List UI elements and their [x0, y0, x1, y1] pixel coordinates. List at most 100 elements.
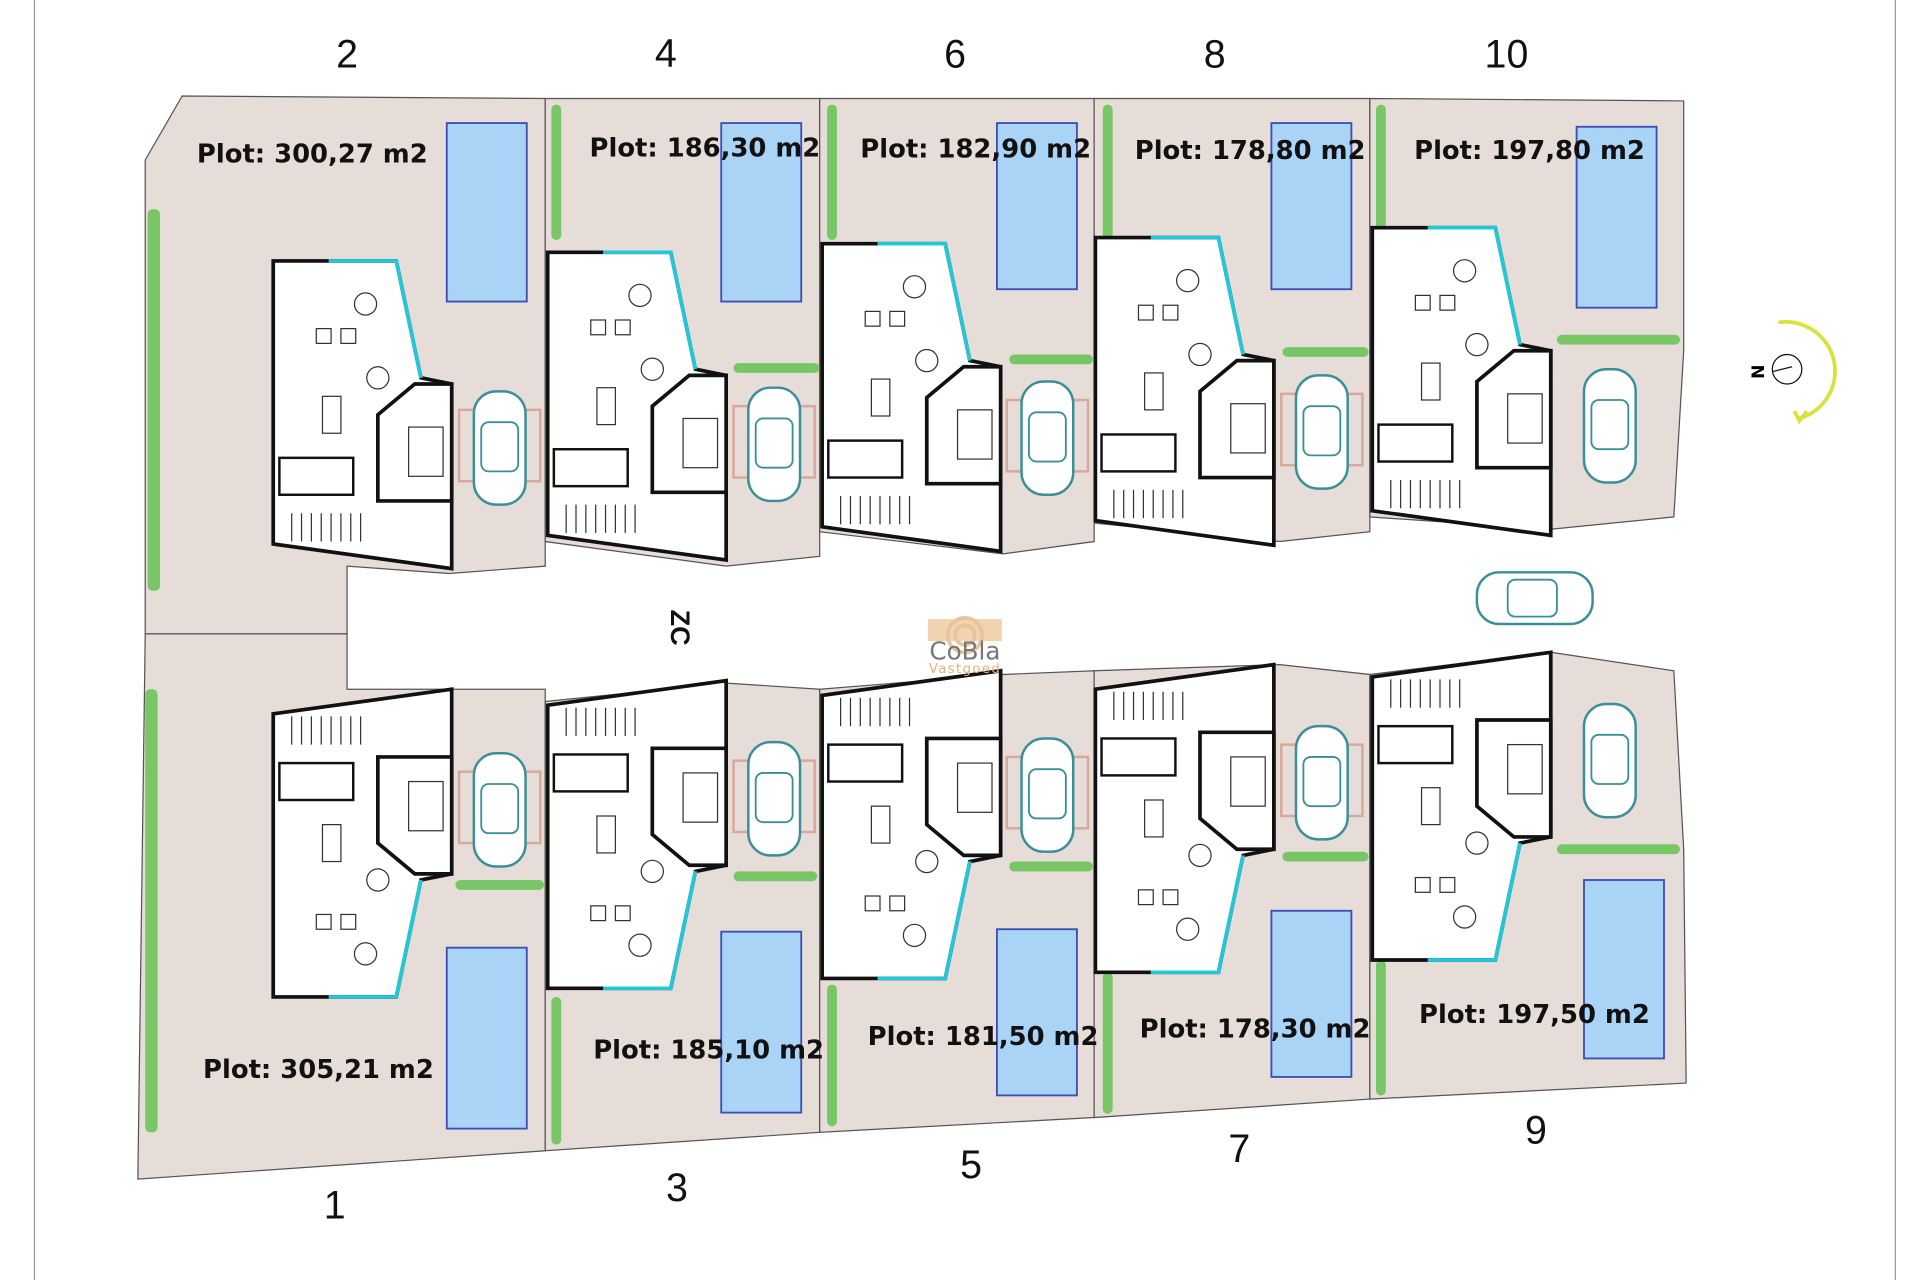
- window: [328, 259, 423, 379]
- car-roof: [480, 783, 520, 835]
- window: [877, 861, 972, 981]
- plot-area-label: Plot: 185,10 m2: [593, 1035, 824, 1065]
- watermark-logo: CoBla Vastgoed: [928, 616, 1002, 677]
- dining-table: [1188, 843, 1212, 868]
- chair: [340, 913, 357, 930]
- car: [747, 386, 802, 503]
- hedge: [1282, 851, 1369, 862]
- dining-table: [915, 348, 939, 373]
- plot-number: 3: [666, 1166, 688, 1210]
- chair: [1439, 876, 1456, 893]
- hedge: [1102, 104, 1113, 240]
- car: [1020, 737, 1075, 853]
- bedroom: [1198, 730, 1276, 852]
- car: [1475, 571, 1594, 626]
- bathroom: [1100, 433, 1177, 473]
- kitchen-island: [1144, 372, 1164, 411]
- plot-area-label: Plot: 178,30 m2: [1140, 1015, 1371, 1045]
- dining-table: [366, 868, 390, 892]
- table: [628, 933, 652, 957]
- bed: [956, 762, 993, 813]
- plot-area-label: Plot: 197,80 m2: [1414, 136, 1645, 166]
- bed: [682, 417, 719, 469]
- window: [877, 241, 972, 361]
- bathroom: [827, 743, 904, 783]
- bathroom: [827, 439, 904, 479]
- table: [1176, 268, 1200, 293]
- chair: [889, 310, 906, 327]
- chair: [1137, 889, 1154, 906]
- car: [1582, 368, 1637, 484]
- table: [1452, 905, 1477, 929]
- bedroom: [650, 746, 728, 868]
- hedge: [145, 689, 158, 1133]
- chair: [590, 905, 607, 922]
- north-label: N: [1746, 364, 1766, 378]
- rotation-arrow-icon: [1778, 320, 1837, 421]
- car: [1020, 380, 1075, 497]
- plot-area-label: Plot: 181,50 m2: [868, 1022, 1099, 1052]
- chair: [315, 913, 332, 930]
- plot-number: 4: [655, 31, 677, 75]
- car-roof: [1028, 411, 1067, 463]
- bedroom: [1475, 718, 1553, 839]
- car-roof: [480, 421, 520, 473]
- swimming-pool: [1575, 125, 1658, 309]
- plot-number: 10: [1485, 33, 1529, 77]
- hedge: [551, 104, 562, 240]
- plot-area-label: Plot: 300,27 m2: [197, 139, 428, 169]
- hedge: [455, 880, 544, 890]
- table: [353, 942, 378, 966]
- dining-table: [640, 859, 665, 884]
- bathroom: [1377, 724, 1454, 765]
- kitchen-island: [870, 805, 891, 844]
- window: [603, 871, 698, 991]
- bed: [1507, 744, 1543, 795]
- car: [747, 740, 802, 857]
- house: [820, 241, 1003, 554]
- car-roof: [1028, 768, 1067, 820]
- swimming-pool: [720, 930, 803, 1114]
- window: [1150, 855, 1245, 975]
- hedge: [1556, 334, 1680, 345]
- car-roof: [1506, 578, 1558, 618]
- bathroom: [278, 761, 355, 802]
- kitchen-island: [596, 815, 616, 854]
- hedge: [733, 871, 818, 882]
- bed: [682, 772, 719, 823]
- chair: [590, 319, 607, 336]
- bathroom: [1100, 737, 1177, 777]
- bed: [956, 409, 993, 460]
- house: [545, 678, 728, 991]
- hedge: [1376, 104, 1386, 240]
- car: [472, 390, 527, 506]
- car: [1582, 702, 1637, 819]
- bathroom: [552, 753, 629, 793]
- swimming-pool: [445, 946, 528, 1130]
- window: [1150, 235, 1245, 355]
- road: [344, 560, 1674, 684]
- swimming-pool: [720, 122, 803, 303]
- plot-area-label: Plot: 305,21 m2: [203, 1055, 434, 1085]
- swimming-pool: [1583, 879, 1665, 1060]
- hedge: [827, 984, 837, 1127]
- table: [1176, 917, 1200, 941]
- hedge: [733, 363, 820, 373]
- bedroom: [376, 755, 454, 876]
- bathroom: [1377, 423, 1454, 463]
- window: [328, 879, 423, 999]
- window: [1427, 842, 1522, 962]
- house: [271, 259, 454, 571]
- hedge: [1556, 844, 1680, 855]
- bedroom: [650, 373, 728, 495]
- plot-number: 7: [1228, 1127, 1250, 1171]
- dining-table: [1465, 831, 1489, 855]
- dining-table: [1465, 332, 1489, 357]
- window: [603, 250, 698, 370]
- watermark-brand: CoBla: [929, 637, 1000, 666]
- house: [1093, 662, 1276, 975]
- car: [472, 752, 527, 868]
- kitchen-island: [1420, 362, 1441, 401]
- bed: [1230, 403, 1266, 454]
